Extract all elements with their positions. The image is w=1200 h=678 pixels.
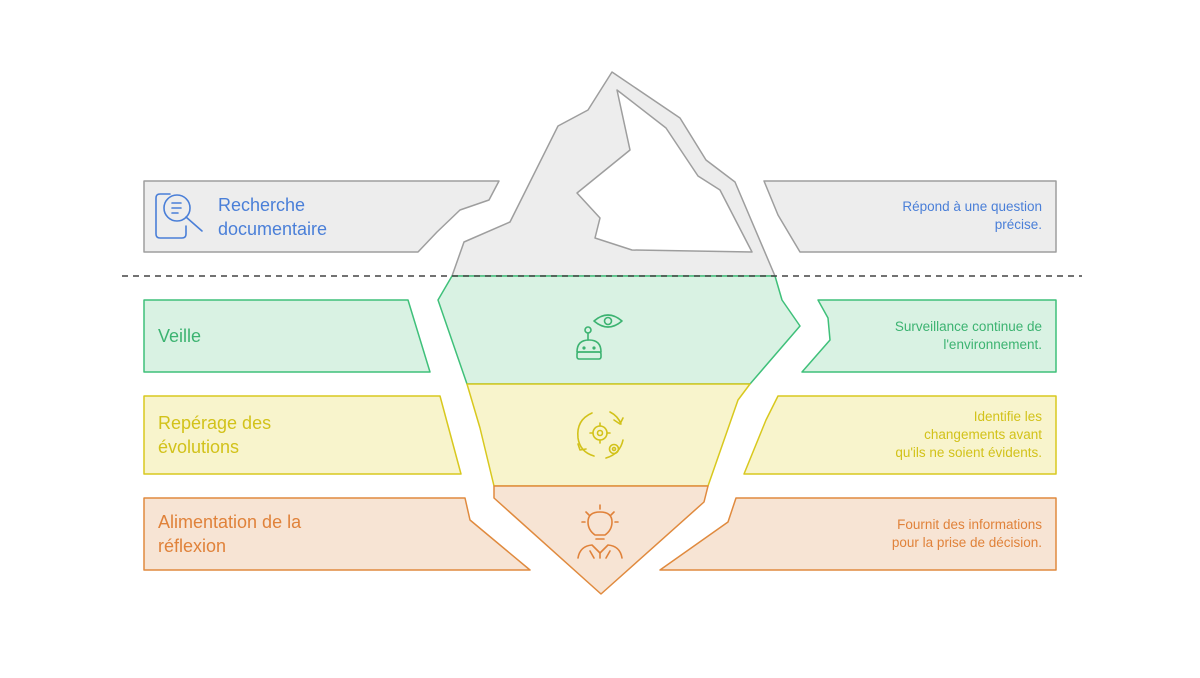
title-recherche: Recherche documentaire bbox=[218, 195, 328, 239]
banner-left-veille bbox=[143, 299, 431, 373]
iceberg-band-alimentation bbox=[493, 485, 709, 595]
document-search-icon bbox=[155, 193, 203, 239]
banner-right-veille bbox=[801, 299, 1057, 373]
title-veille: Veille bbox=[158, 326, 202, 346]
banner-left-recherche bbox=[143, 180, 500, 253]
banner-left-reperage bbox=[143, 395, 462, 475]
gear-cycle-icon bbox=[576, 411, 624, 459]
banner-right-reperage bbox=[743, 395, 1057, 475]
description-reperage: Identifie les changements avant qu'ils n… bbox=[895, 409, 1042, 460]
banner-right-alimentation bbox=[659, 497, 1057, 571]
title-reperage: Repérage des évolutions bbox=[158, 413, 272, 457]
banner-left-alimentation bbox=[143, 497, 531, 571]
title-alimentation: Alimentation de la réflexion bbox=[158, 512, 302, 556]
description-recherche: Répond à une question précise. bbox=[902, 199, 1042, 232]
lightbulb-person-icon bbox=[577, 504, 623, 559]
description-veille: Surveillance continue de l'environnement… bbox=[894, 319, 1042, 352]
description-alimentation: Fournit des informations pour la prise d… bbox=[891, 517, 1042, 550]
iceberg-snow bbox=[576, 89, 753, 253]
iceberg-band-reperage bbox=[466, 383, 751, 487]
robot-eye-icon bbox=[576, 314, 623, 360]
iceberg-band-veille bbox=[437, 275, 801, 385]
banner-right-recherche bbox=[763, 180, 1057, 253]
